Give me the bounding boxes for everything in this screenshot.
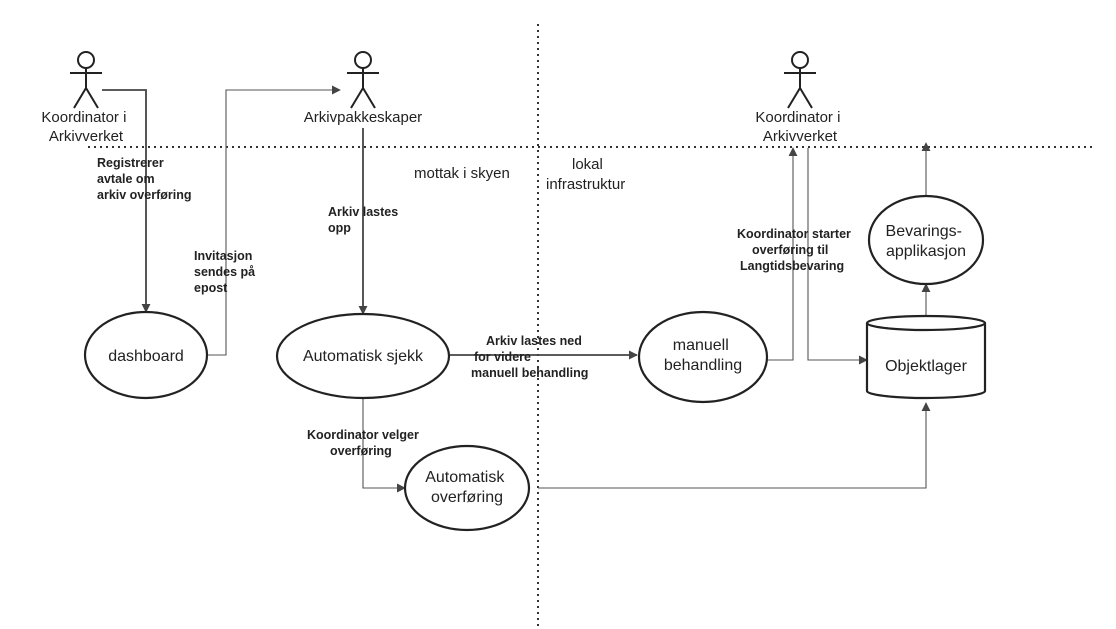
edge-select-transfer bbox=[362, 398, 406, 493]
svg-text:Arkivpakkeskaper: Arkivpakkeskaper bbox=[304, 109, 422, 126]
svg-text:Automatisk overføring: Automatisk overføring bbox=[425, 469, 509, 506]
person-icon bbox=[784, 51, 816, 109]
actor-label-line: Koordinator i bbox=[41, 109, 126, 126]
svg-text:Automatisk sjekk: Automatisk sjekk bbox=[303, 348, 424, 365]
svg-text:Koordinator i Arkivverke: Koordinator i Arkivverket bbox=[755, 109, 844, 145]
node-object-store: Objektlager bbox=[865, 314, 987, 400]
svg-text:Koordinator i Arkivverke: Koordinator i Arkivverket bbox=[41, 109, 130, 145]
edge-label-invite: Invitasjon sendes på epost bbox=[194, 249, 259, 295]
zone-label-local: lokal infrastruktur bbox=[546, 156, 625, 193]
actor-label-line: Arkivverket bbox=[49, 128, 124, 145]
svg-text:dashboard: dashboard bbox=[108, 348, 184, 365]
edge-label-upload: Arkiv lastes opp bbox=[328, 205, 402, 235]
edge-auto-to-store bbox=[538, 402, 931, 489]
edge-coordinator-to-store bbox=[807, 148, 868, 365]
edge-start-transfer bbox=[767, 147, 798, 361]
edge-label-register: Registrerer avtale om arkiv overføring bbox=[97, 156, 191, 202]
node-auto-check: Automatisk sjekk bbox=[275, 312, 451, 400]
edge-label-start-transfer: Koordinator starter overføring til Langt… bbox=[737, 227, 854, 273]
person-icon bbox=[70, 51, 102, 109]
node-dashboard: dashboard bbox=[83, 310, 209, 400]
svg-text:manuell behandling: manuell behandling bbox=[664, 337, 742, 374]
actor-coordinator-right: Koordinator i Arkivverket bbox=[755, 51, 844, 145]
edge-register bbox=[102, 89, 151, 313]
actor-label-line: Koordinator i bbox=[755, 109, 840, 126]
person-icon bbox=[347, 51, 379, 109]
svg-text:Bevarings- applikasjon: Bevarings- applikasjon bbox=[886, 223, 967, 260]
actor-label-line: Arkivverket bbox=[763, 128, 838, 145]
zone-label-cloud: mottak i skyen bbox=[414, 165, 510, 182]
actor-label-line: Arkivpakkeskaper bbox=[304, 109, 422, 126]
node-manual-processing: manuell behandling bbox=[637, 310, 769, 404]
node-preservation-app: Bevarings- applikasjon bbox=[867, 194, 985, 286]
edge-label-select-transfer: Koordinator velger overføring bbox=[307, 428, 422, 458]
edge-label-download: Arkiv lastes ned for videre manuell beha… bbox=[471, 334, 588, 380]
node-auto-transfer: Automatisk overføring bbox=[403, 444, 531, 532]
svg-text:Objektlager: Objektlager bbox=[885, 358, 967, 375]
actor-coordinator-left: Koordinator i Arkivverket bbox=[41, 51, 130, 145]
actor-packager: Arkivpakkeskaper bbox=[304, 51, 422, 126]
edge-invite bbox=[207, 85, 341, 356]
